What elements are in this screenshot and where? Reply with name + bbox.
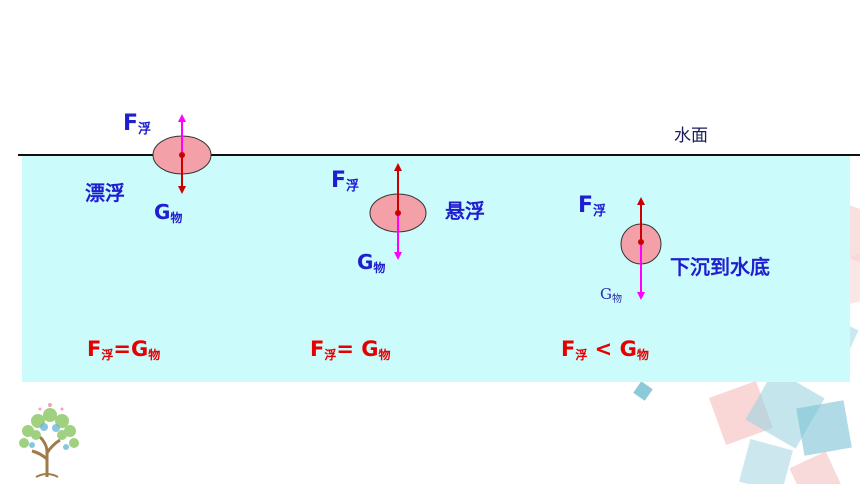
center-point-floating bbox=[179, 152, 185, 158]
surface-label: 水面 bbox=[674, 126, 708, 146]
deco-square bbox=[739, 439, 793, 484]
gravity-label-suspended: G物 bbox=[357, 250, 386, 275]
deco-square bbox=[633, 381, 653, 401]
buoyancy-label-floating: F浮 bbox=[123, 111, 152, 137]
water-region bbox=[22, 156, 850, 382]
center-point-suspended bbox=[395, 210, 401, 216]
buoyancy-label-sinking: F浮 bbox=[578, 193, 607, 219]
relation-sinking: F浮 < G物 bbox=[561, 337, 649, 362]
state-label-suspended: 悬浮 bbox=[445, 199, 485, 223]
buoyancy-label-suspended: F浮 bbox=[331, 168, 360, 194]
state-label-sinking: 下沉到水底 bbox=[670, 255, 770, 279]
tree-logo-icon bbox=[19, 403, 79, 478]
relation-suspended: F浮= G物 bbox=[310, 337, 391, 362]
deco-square bbox=[708, 380, 774, 446]
deco-square bbox=[789, 451, 843, 484]
deco-square bbox=[796, 400, 852, 456]
water-surface-line bbox=[18, 154, 860, 156]
relation-floating: F浮=G物 bbox=[87, 337, 161, 362]
gravity-label-floating: G物 bbox=[154, 200, 183, 225]
center-point-sinking bbox=[638, 239, 644, 245]
state-label-floating: 漂浮 bbox=[85, 181, 125, 205]
gravity-label-sinking: G物 bbox=[600, 285, 622, 305]
